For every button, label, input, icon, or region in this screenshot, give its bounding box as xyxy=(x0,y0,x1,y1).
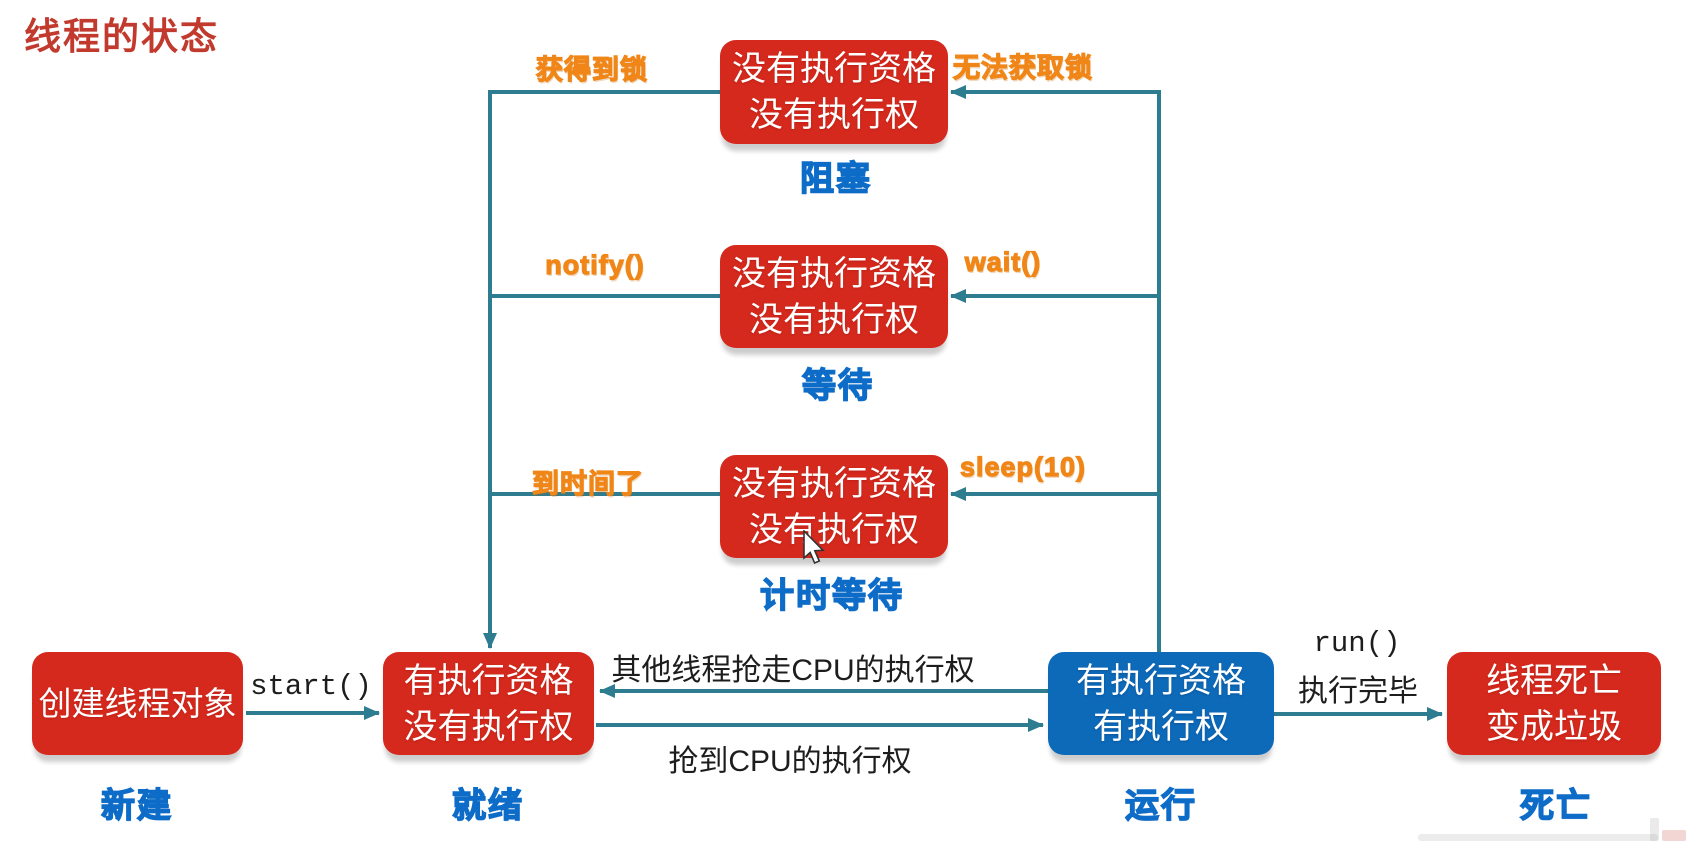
box-text-line: 没有执行资格 xyxy=(732,50,936,88)
watermark-smudge xyxy=(1418,834,1658,841)
box-text-line: 没有执行权 xyxy=(749,300,919,339)
label-grab-cpu: 抢到CPU的执行权 xyxy=(668,745,912,778)
state-box-timed-waiting: 没有执行资格 没有执行权 xyxy=(720,455,948,558)
box-text-line: 有执行资格 xyxy=(403,661,574,700)
box-text-line: 变成垃圾 xyxy=(1486,707,1622,746)
box-text-line: 创建线程对象 xyxy=(38,684,237,722)
state-box-blocked: 没有执行资格 没有执行权 xyxy=(720,40,948,144)
box-text-line: 有执行权 xyxy=(1093,707,1229,746)
state-name-blocked: 阻塞 xyxy=(799,159,872,198)
mouse-cursor-icon xyxy=(803,530,825,565)
label-sleep: sleep(10) xyxy=(959,451,1087,482)
box-text-line: 没有执行权 xyxy=(403,707,574,746)
state-box-dead: 线程死亡 变成垃圾 xyxy=(1447,652,1661,755)
box-text-line: 没有执行权 xyxy=(749,96,919,134)
page-title: 线程的状态 xyxy=(24,16,219,57)
box-text-line: 线程死亡 xyxy=(1486,661,1622,700)
state-name-waiting: 等待 xyxy=(801,366,874,405)
state-name-dead: 死亡 xyxy=(1519,786,1592,825)
state-name-new: 新建 xyxy=(100,786,173,825)
state-name-ready: 就绪 xyxy=(451,786,524,825)
label-fail-lock: 无法获取锁 xyxy=(952,52,1093,83)
state-box-waiting: 没有执行资格 没有执行权 xyxy=(720,245,948,348)
box-text-line: 没有执行资格 xyxy=(732,254,936,293)
label-run: run() xyxy=(1313,627,1401,660)
state-box-new: 创建线程对象 xyxy=(32,652,243,755)
state-name-timed-waiting: 计时等待 xyxy=(759,576,904,615)
box-text-line: 没有执行权 xyxy=(749,510,919,549)
label-lose-cpu: 其他线程抢走CPU的执行权 xyxy=(611,654,975,687)
label-acquire-lock: 获得到锁 xyxy=(535,54,648,85)
state-box-ready: 有执行资格 没有执行权 xyxy=(383,652,594,755)
label-time-up: 到时间了 xyxy=(531,468,644,499)
label-wait: wait() xyxy=(964,246,1042,277)
box-text-line: 有执行资格 xyxy=(1076,661,1246,700)
label-run-done: 执行完毕 xyxy=(1298,675,1418,708)
watermark-smudge xyxy=(1650,818,1659,841)
box-text-line: 没有执行资格 xyxy=(732,464,936,503)
state-box-running: 有执行资格 有执行权 xyxy=(1048,652,1274,755)
label-start: start() xyxy=(250,670,372,703)
state-name-running: 运行 xyxy=(1124,786,1197,825)
watermark-smudge xyxy=(1662,830,1686,841)
label-notify: notify() xyxy=(545,249,645,280)
